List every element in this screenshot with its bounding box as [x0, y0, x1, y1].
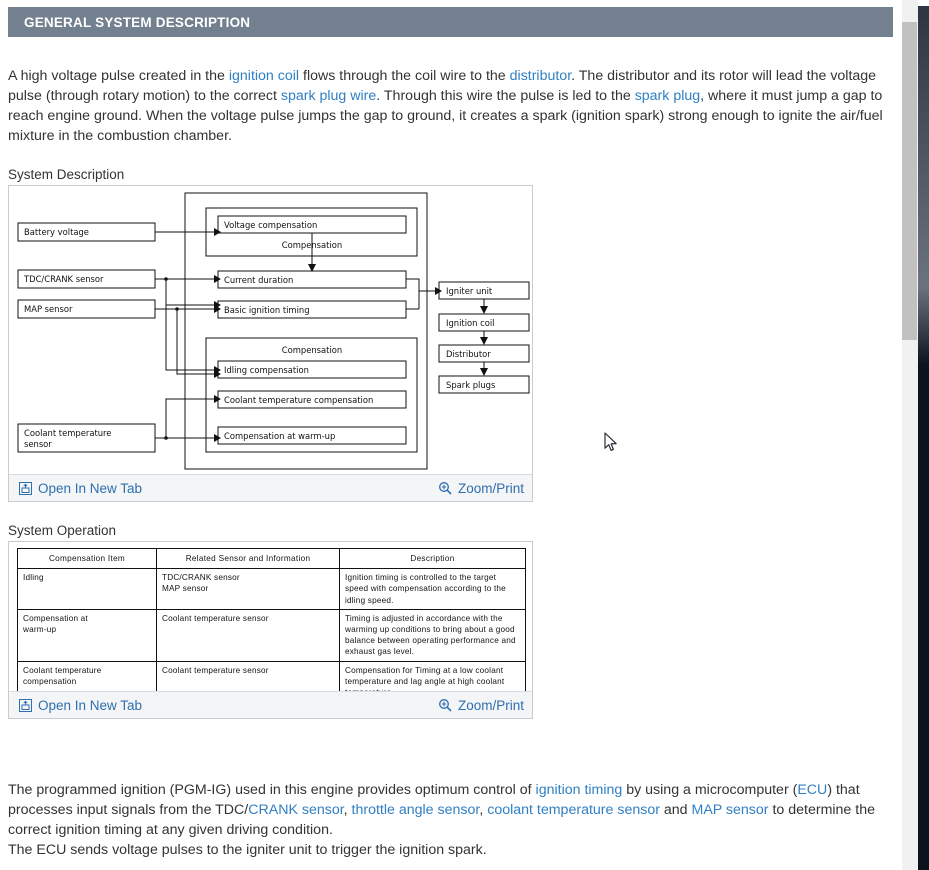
- diagram-label-map-sensor: MAP sensor: [24, 304, 73, 314]
- page-title: GENERAL SYSTEM DESCRIPTION: [24, 14, 251, 30]
- table-header-row: Compensation Item Related Sensor and Inf…: [17, 547, 526, 570]
- intro-text-0: A high voltage pulse created in the: [8, 68, 229, 84]
- table-cell-description: Ignition timing is controlled to the tar…: [339, 568, 526, 610]
- figure-caption-system-description: System Description: [8, 167, 125, 182]
- vertical-scrollbar-thumb[interactable]: [902, 22, 917, 340]
- column-header-related-sensor: Related Sensor and Information: [156, 547, 340, 570]
- table-cell-description: Timing is adjusted in accordance with th…: [339, 608, 526, 662]
- system-operation-table: Compensation Item Related Sensor and Inf…: [17, 547, 526, 691]
- closing-text-8: ,: [479, 802, 488, 818]
- magnifier-plus-icon: [438, 698, 452, 712]
- closing-link-9[interactable]: coolant temperature sensor: [487, 802, 660, 818]
- figure-caption-system-operation: System Operation: [8, 523, 117, 538]
- closing-link-1[interactable]: ignition timing: [535, 782, 623, 798]
- table-cell-description: Compensation for Timing at a low coolant…: [339, 660, 526, 691]
- diagram-label-coolant-temp-compensation: Coolant temperature compensation: [224, 395, 373, 405]
- figure-panel-system-operation: Compensation Item Related Sensor and Inf…: [8, 541, 533, 719]
- figure-panel-system-description: Battery voltage TDC/CRANK sensor MAP sen…: [8, 185, 533, 502]
- column-header-description: Description: [339, 547, 526, 570]
- closing-link-11[interactable]: MAP sensor: [691, 802, 769, 818]
- magnifier-plus-icon: [438, 481, 452, 495]
- open-in-new-tab-icon: [19, 698, 32, 712]
- operation-table-image: Compensation Item Related Sensor and Inf…: [9, 542, 532, 691]
- closing-link-5[interactable]: CRANK sensor: [248, 802, 344, 818]
- column-header-compensation-item: Compensation Item: [17, 547, 157, 570]
- table-cell-item: Idling: [17, 568, 157, 610]
- open-in-new-tab-label-2: Open In New Tab: [38, 697, 143, 713]
- intro-text-6: . Through this wire the pulse is led to …: [376, 88, 635, 104]
- zoom-print-label-1: Zoom/Print: [457, 480, 524, 496]
- open-in-new-tab-icon: [19, 481, 32, 495]
- diagram-label-distributor: Distributor: [446, 349, 491, 359]
- open-in-new-tab-button-2[interactable]: Open In New Tab: [19, 698, 142, 713]
- ignition-system-block-diagram: Battery voltage TDC/CRANK sensor MAP sen…: [9, 186, 532, 474]
- open-in-new-tab-button-1[interactable]: Open In New Tab: [19, 481, 142, 496]
- intro-link-7[interactable]: spark plug: [634, 88, 701, 104]
- window-right-edge-cap: [918, 0, 929, 6]
- zoom-print-label-2: Zoom/Print: [457, 697, 524, 713]
- intro-link-5[interactable]: spark plug wire: [280, 88, 377, 104]
- closing-link-7[interactable]: throttle angle sensor: [351, 802, 480, 818]
- figure-toolbar-system-description: Open In New Tab Zoom/Print: [9, 474, 532, 501]
- zoom-print-button-2[interactable]: Zoom/Print: [438, 698, 524, 713]
- diagram-label-battery-voltage: Battery voltage: [24, 227, 89, 237]
- intro-text-2: flows through the coil wire to the: [299, 68, 510, 84]
- closing-text-10: and: [659, 802, 692, 818]
- closing-link-3[interactable]: ECU: [797, 782, 828, 798]
- open-in-new-tab-label-1: Open In New Tab: [38, 480, 143, 496]
- intro-text-4: . The distributor and its rotor will lea…: [8, 68, 877, 104]
- closing-paragraph-block: The programmed ignition (PGM-IG) used in…: [8, 780, 892, 860]
- diagram-label-voltage-compensation: Voltage compensation: [224, 220, 317, 230]
- closing-text-0: The programmed ignition (PGM-IG) used in…: [8, 782, 536, 798]
- closing-second-line: The ECU sends voltage pulses to the igni…: [8, 842, 487, 858]
- diagram-label-tdc-crank-sensor: TDC/CRANK sensor: [23, 274, 104, 284]
- intro-link-1[interactable]: ignition coil: [228, 68, 300, 84]
- table-cell-sensor: Coolant temperature sensor: [156, 660, 340, 691]
- intro-link-3[interactable]: distributor: [509, 68, 572, 84]
- diagram-label-basic-ignition-timing: Basic ignition timing: [224, 305, 310, 315]
- figure-toolbar-system-operation: Open In New Tab Zoom/Print: [9, 691, 532, 718]
- window-right-edge: [918, 0, 929, 870]
- section-header-bar: GENERAL SYSTEM DESCRIPTION: [8, 7, 893, 37]
- intro-text-8: , where it must jump a gap to reach engi…: [8, 88, 883, 144]
- diagram-label-idling-compensation: Idling compensation: [224, 365, 309, 375]
- diagram-label-current-duration: Current duration: [224, 275, 293, 285]
- diagram-label-ignition-coil: Ignition coil: [446, 318, 495, 328]
- diagram-label-coolant-sensor-l2: sensor: [24, 439, 52, 449]
- block-diagram-image: Battery voltage TDC/CRANK sensor MAP sen…: [9, 186, 532, 474]
- closing-text-4: ) that processes input signals from the …: [8, 782, 860, 818]
- zoom-print-button-1[interactable]: Zoom/Print: [438, 481, 524, 496]
- diagram-group-label-compensation-lower: Compensation: [282, 345, 342, 355]
- diagram-label-spark-plugs: Spark plugs: [446, 380, 495, 390]
- closing-text-6: ,: [343, 802, 352, 818]
- document-page: GENERAL SYSTEM DESCRIPTION A high voltag…: [8, 7, 893, 860]
- closing-text-2: by using a microcomputer (: [622, 782, 798, 798]
- closing-text-12: to determine the correct ignition timing…: [8, 802, 875, 838]
- diagram-label-igniter-unit: Igniter unit: [446, 286, 493, 296]
- diagram-label-coolant-sensor-l1: Coolant temperature: [24, 428, 111, 438]
- table-cell-sensor: Coolant temperature sensor: [156, 608, 340, 662]
- intro-paragraph: A high voltage pulse created in the igni…: [8, 66, 892, 146]
- closing-paragraph: The programmed ignition (PGM-IG) used in…: [8, 780, 892, 840]
- diagram-label-compensation-warm-up: Compensation at warm-up: [224, 431, 335, 441]
